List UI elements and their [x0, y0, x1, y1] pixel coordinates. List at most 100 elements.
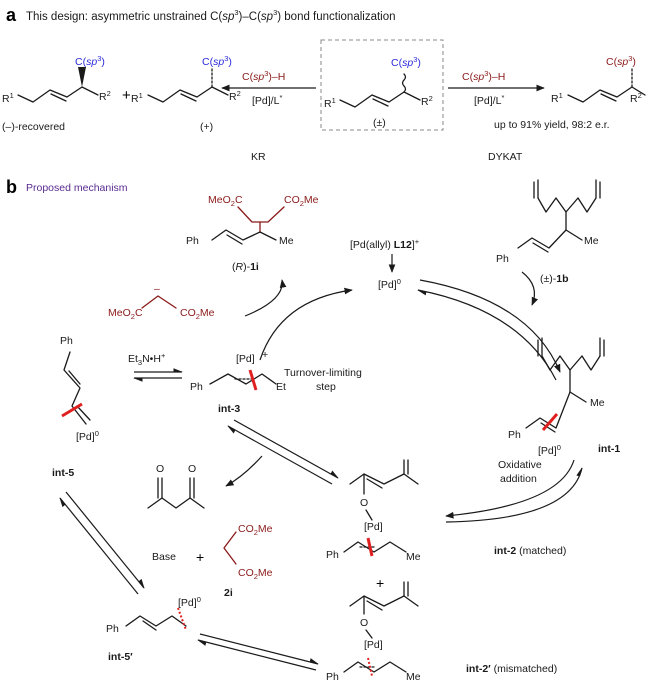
int3-pd: [Pd]: [236, 353, 255, 365]
int2p-label: int-2′ (mismatched): [466, 663, 557, 675]
panel-b-title: Proposed mechanism: [26, 182, 128, 194]
int1-pd: [Pd]0: [538, 443, 561, 457]
int2p-me: Me: [406, 671, 421, 683]
int2p-oxygen: O: [360, 617, 368, 629]
product-release-arrow: [244, 279, 287, 317]
int3-ph: Ph: [190, 381, 203, 393]
recovered-label: (–)-recovered: [2, 121, 65, 133]
int5-label: int-5: [52, 467, 74, 479]
int5p-structure: Ph [Pd]0: [106, 595, 201, 635]
substrate-ph: Ph: [496, 253, 509, 265]
panel-a: a This design: asymmetric unstrained C(s…: [2, 5, 646, 163]
dykat-product-r2: R2: [630, 91, 642, 105]
base-plus: +: [196, 549, 204, 565]
int5p-label: int-5′: [108, 651, 133, 663]
dykat-label: DYKAT: [488, 151, 523, 163]
int1-ph: Ph: [508, 429, 521, 441]
int3-label: int-3: [218, 403, 240, 415]
int2-plus: +: [376, 575, 384, 591]
int2-me: Me: [406, 551, 421, 563]
substrate-1b-label: (±)-1b: [540, 273, 569, 285]
kr-arrow-bottom: [Pd]/L*: [252, 93, 282, 107]
catalyst-label: [Pd(allyl) L12]+: [350, 237, 420, 251]
int2p-ph: Ph: [326, 671, 339, 683]
racemic-box: [320, 39, 444, 131]
int2-pd: [Pd]: [364, 521, 383, 533]
product-ester-left: MeO2C: [208, 194, 243, 208]
int5p-to-int5-arrow: [59, 497, 139, 595]
int2p-to-int5p-arrow: [197, 639, 317, 671]
malonate-2i-label: 2i: [224, 587, 233, 599]
int5-pd: [Pd]0: [76, 429, 99, 443]
plus-enantiomer-structure: C(sp3) R1 R2: [131, 54, 241, 105]
product-1i-structure: MeO2C CO2Me Ph Me: [186, 194, 319, 247]
addition-label: addition: [500, 473, 537, 485]
base-label: Base: [152, 551, 176, 563]
int2p-structure: O [Pd] Ph Me: [326, 581, 421, 683]
turnover-arc: [259, 287, 353, 361]
racemic-r1: R1: [324, 96, 336, 110]
plus-enantiomer-r1: R1: [131, 91, 143, 105]
substrate-entry-arrow: [521, 271, 539, 306]
malonate-2i-structure: CO2Me CO2Me: [223, 523, 273, 581]
racemic-r2: R2: [421, 94, 433, 108]
int2p-pd: [Pd]: [364, 639, 383, 651]
int2-ph: Ph: [326, 549, 339, 561]
pd0-to-int1-arrow: [419, 279, 561, 373]
int2-to-int3-arrow: [227, 425, 333, 485]
kr-arrow-top: C(sp3)–H: [242, 69, 285, 83]
plus-enantiomer-substituent: C(sp3): [202, 54, 232, 68]
pd0-center: [Pd]0: [378, 277, 401, 291]
int1-me: Me: [590, 397, 605, 409]
plus-enantiomer-label: (+): [200, 121, 213, 133]
recovered-r1: R1: [2, 91, 14, 105]
yield-note: up to 91% yield, 98:2 e.r.: [494, 119, 610, 131]
dykat-product-r1: R1: [551, 91, 563, 105]
int5-structure: Ph [Pd]0: [60, 335, 99, 443]
int1-structure: Ph Me [Pd]0: [508, 337, 605, 457]
int3-structure: [Pd] + Ph Et: [190, 349, 286, 393]
int2-label: int-2 (matched): [494, 545, 566, 557]
int5p-to-int2p-arrow: [199, 633, 319, 665]
racemic-label: (±): [373, 117, 386, 129]
product-ph: Ph: [186, 235, 199, 247]
plus-enantiomer-r2: R2: [229, 89, 241, 103]
int5-ph: Ph: [60, 335, 73, 347]
panel-b: b Proposed mechanism MeO2C CO2Me Ph Me (…: [6, 177, 620, 683]
int5p-pd: [Pd]0: [178, 595, 201, 609]
malonate-2i-top: CO2Me: [238, 523, 273, 537]
substrate-me: Me: [584, 235, 599, 247]
acac-oxygen-1: O: [156, 463, 164, 475]
int5-to-int5p-arrow: [65, 491, 145, 589]
acac-oxygen-2: O: [188, 463, 196, 475]
int1-to-int2-arrow: [445, 459, 575, 519]
malonate-2i-bottom: CO2Me: [238, 567, 273, 581]
racemic-substituent: C(sp3): [391, 55, 421, 69]
product-1i-label: (R)-1i: [232, 261, 259, 273]
dykat-arrow-bottom: [Pd]/L*: [474, 93, 504, 107]
int3-charge: +: [262, 349, 268, 361]
malonate-anion-charge: –: [154, 283, 160, 295]
acac-structure: O O: [147, 463, 205, 509]
kr-label: KR: [251, 151, 266, 163]
substrate-1b-structure: Ph Me: [496, 179, 601, 265]
int2-structure: O [Pd] Ph Me: [326, 459, 421, 563]
malonate-anion-structure: MeO2C CO2Me –: [108, 283, 215, 321]
turnover-label-2: step: [316, 381, 336, 393]
int2-to-int1-arrow: [445, 467, 583, 523]
recovered-substrate-structure: C(sp3) R1 R2: [2, 54, 111, 105]
dykat-product-substituent: C(sp3): [606, 54, 636, 68]
int5p-ph: Ph: [106, 623, 119, 635]
malonate-anion-right: CO2Me: [180, 307, 215, 321]
product-ester-right: CO2Me: [284, 194, 319, 208]
int1-to-pd0-arrow: [417, 289, 557, 381]
int2-oxygen: O: [360, 497, 368, 509]
racemic-substrate-structure: C(sp3) R1 R2: [324, 55, 433, 110]
oxidative-label: Oxidative: [498, 459, 542, 471]
recovered-substituent: C(sp3): [75, 54, 105, 68]
dykat-arrow-top: C(sp3)–H: [462, 69, 505, 83]
turnover-label-1: Turnover-limiting: [284, 367, 362, 379]
int1-label: int-1: [598, 443, 620, 455]
panel-b-letter: b: [6, 177, 17, 197]
panel-a-plus: +: [122, 87, 131, 104]
